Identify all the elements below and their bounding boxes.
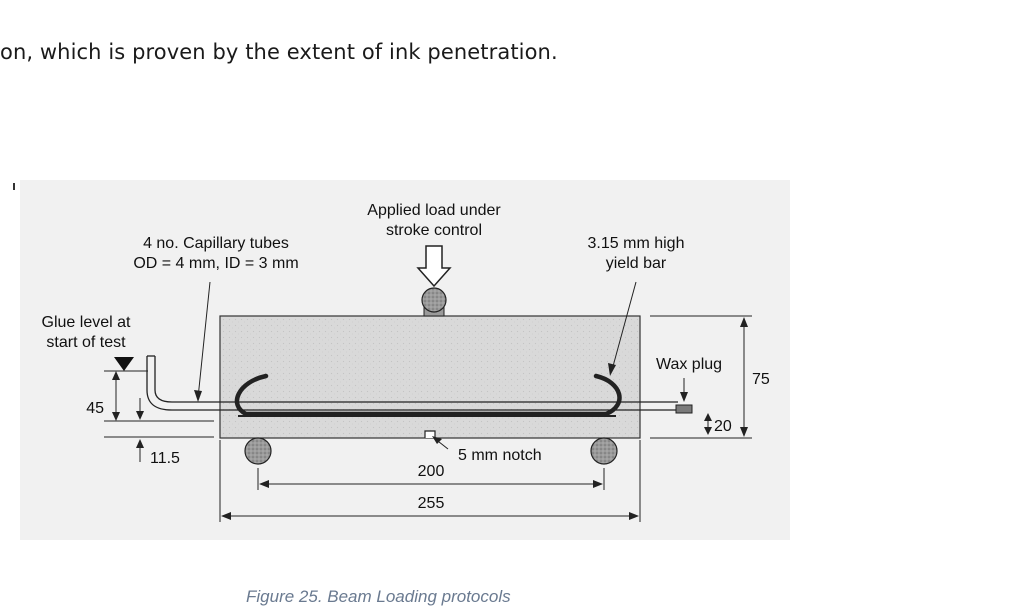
dim-45: 45 <box>86 400 104 417</box>
yield-bar <box>234 373 622 417</box>
load-arrow <box>416 245 452 288</box>
right-support-roller <box>590 437 618 465</box>
figure-caption: Figure 25. Beam Loading protocols <box>246 587 511 606</box>
top-roller <box>421 287 447 313</box>
capillary-tube <box>146 356 678 411</box>
dim-11-5: 11.5 <box>150 450 180 467</box>
dim-200: 200 <box>418 463 445 480</box>
label-bar-1: 3.15 mm high <box>588 235 685 252</box>
wax-plug <box>675 404 693 414</box>
label-applied-load-1: Applied load under <box>367 202 501 219</box>
label-capillary-2: OD = 4 mm, ID = 3 mm <box>133 255 298 272</box>
label-capillary-1: 4 no. Capillary tubes <box>143 235 289 252</box>
dim-20: 20 <box>714 418 732 435</box>
dim-255: 255 <box>418 495 445 512</box>
label-wax-plug: Wax plug <box>656 356 722 373</box>
concrete-beam <box>219 315 641 439</box>
label-bar-2: yield bar <box>606 255 667 272</box>
left-support-roller <box>244 437 272 465</box>
glue-level-marker <box>114 357 134 371</box>
label-notch: 5 mm notch <box>458 447 542 464</box>
label-glue-2: start of test <box>46 334 126 351</box>
label-applied-load-2: stroke control <box>386 222 482 239</box>
stray-mark <box>13 183 15 190</box>
label-glue-1: Glue level at <box>42 314 131 331</box>
dim-75: 75 <box>752 371 770 388</box>
body-text-line: on, which is proven by the extent of ink… <box>0 40 558 64</box>
